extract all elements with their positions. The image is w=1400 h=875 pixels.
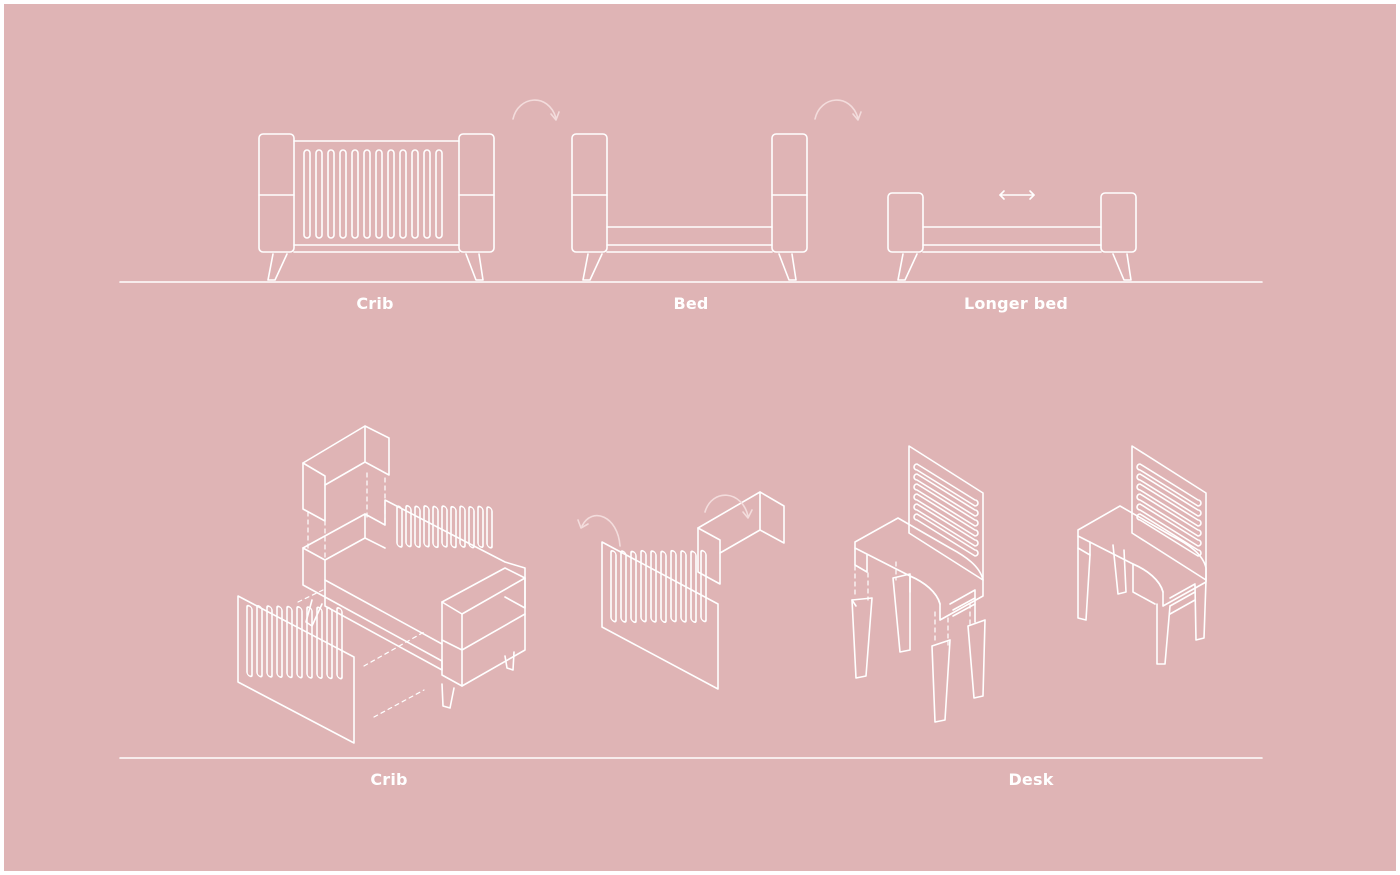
desk-backrest-slats xyxy=(913,463,979,557)
crib-front-panel-slats xyxy=(246,604,343,680)
loose-end-block xyxy=(697,491,785,585)
bed-label: Bed xyxy=(673,294,709,313)
double-arrow-icon xyxy=(999,190,1035,200)
bed-front-view xyxy=(571,133,808,281)
background-panel xyxy=(4,4,1396,871)
longer-bed-front-view xyxy=(887,192,1137,281)
desk-label: Desk xyxy=(1008,770,1054,789)
longer-bed-label: Longer bed xyxy=(963,294,1069,313)
desk-exploded-view xyxy=(851,445,986,723)
curved-arrow-icon xyxy=(814,99,862,121)
loose-slatted-panel xyxy=(601,541,719,690)
crib-label: Crib xyxy=(356,294,394,313)
crib-side-slats xyxy=(396,504,493,549)
loose-panel-slats xyxy=(610,549,707,624)
desk-assembled-view xyxy=(1077,445,1207,665)
crib-front-view xyxy=(258,133,495,281)
crib-exploded-view xyxy=(237,425,526,744)
crib-assembly-label: Crib xyxy=(370,770,408,789)
crib-slats xyxy=(303,149,443,239)
curved-arrow-icon xyxy=(577,514,621,547)
curved-arrow-icon xyxy=(704,494,753,519)
curved-arrow-icon xyxy=(512,99,560,121)
